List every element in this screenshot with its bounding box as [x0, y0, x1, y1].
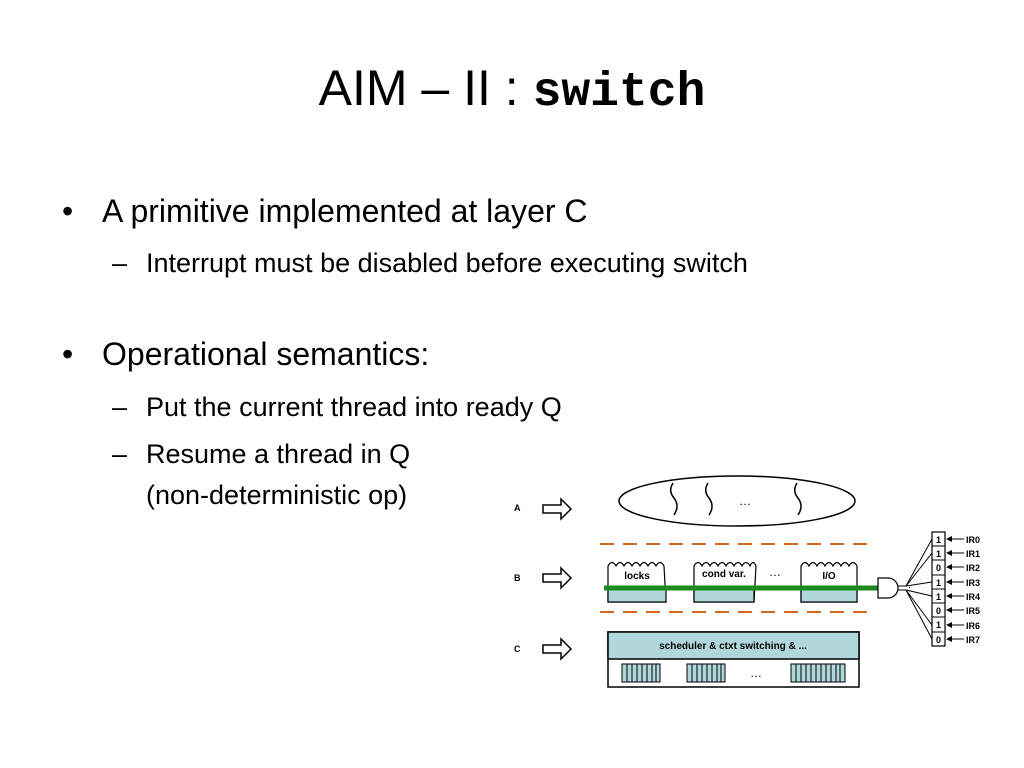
mask-line: [905, 589, 933, 640]
arrow-b-icon: [542, 566, 573, 590]
sub-interrupt: – Interrupt must be disabled before exec…: [112, 247, 748, 279]
thread-icon: [794, 482, 802, 516]
ir-label: IR6: [966, 621, 980, 631]
ir-label: IR3: [966, 578, 980, 588]
title-text: AIM – II :: [318, 60, 533, 116]
sub-text: Put the current thread into ready Q: [146, 392, 562, 422]
mask-bit: 1: [936, 535, 941, 545]
layer-label-a: A: [514, 503, 521, 513]
module-ellipsis: …: [769, 565, 781, 579]
mask-line: [905, 589, 933, 597]
mask-line: [905, 538, 933, 587]
mask-bit: 1: [936, 549, 941, 559]
ir-label: IR0: [966, 535, 980, 545]
tcb-stripes: [795, 664, 841, 682]
interrupt-lines: [946, 536, 964, 642]
tcb-block: [686, 663, 726, 683]
thread-ellipsis: …: [739, 494, 751, 508]
mask-bit: 0: [936, 563, 941, 573]
mask-bit: 0: [936, 635, 941, 645]
tcb-stripes: [691, 664, 722, 682]
bullet-semantics: • Operational semantics:: [62, 335, 429, 373]
module-label: I/O: [822, 571, 836, 582]
bullet-text: A primitive implemented at layer C: [102, 193, 588, 229]
bullet-text: Operational semantics:: [102, 336, 430, 372]
bullet-primitive: • A primitive implemented at layer C: [62, 192, 588, 230]
slide-title: AIM – II : switch: [0, 58, 1024, 123]
arrow-c-icon: [542, 637, 573, 661]
bullet-mark: •: [62, 336, 74, 372]
sub-mark: –: [112, 439, 128, 469]
layer-label-c: C: [514, 644, 521, 654]
sub-put: – Put the current thread into ready Q: [112, 391, 562, 423]
ir-label: IR1: [966, 549, 980, 559]
sub-text: (non-deterministic op): [146, 480, 408, 510]
tcb-block: [790, 663, 846, 683]
ir-label: IR7: [966, 635, 980, 645]
module-io: I/O: [800, 561, 858, 603]
scheduler-label: scheduler & ctxt switching & ...: [659, 641, 807, 652]
sub-nondet: (non-deterministic op): [146, 479, 407, 511]
ir-label: IR4: [966, 592, 980, 602]
mask-line: [905, 552, 933, 587]
ir-label: IR2: [966, 563, 980, 573]
title-code: switch: [532, 66, 706, 120]
sub-text: Resume a thread in Q: [146, 439, 411, 469]
mask-bit: 1: [936, 578, 941, 588]
bullet-mark: •: [62, 193, 74, 229]
tcb-ellipsis: …: [750, 666, 762, 680]
arrow-a-icon: [542, 497, 573, 521]
ir-label: IR5: [966, 606, 980, 616]
and-gate-icon: [877, 577, 899, 599]
thread-icon: [705, 482, 713, 516]
interrupt-mask-register: 1 1 0 1 1 0 1 0: [931, 531, 946, 647]
sub-text: Interrupt must be disabled before execut…: [146, 248, 748, 278]
scheduler-header: [607, 631, 860, 660]
mask-line: [905, 581, 933, 587]
sub-mark: –: [112, 248, 128, 278]
mask-bit: 0: [936, 606, 941, 616]
module-cond-var: cond var.: [693, 561, 757, 603]
layer-label-b: B: [514, 573, 521, 583]
mask-line: [905, 589, 933, 626]
module-locks: locks: [607, 561, 667, 603]
mask-bit: 1: [936, 620, 941, 630]
module-label: cond var.: [702, 569, 746, 580]
sub-resume: – Resume a thread in Q: [112, 438, 410, 470]
sub-mark: –: [112, 392, 128, 422]
thread-pool-ellipse: [618, 475, 856, 527]
thread-icon: [670, 482, 678, 516]
mask-bit: 1: [936, 592, 941, 602]
tcb-stripes: [626, 664, 657, 682]
tcb-block: [621, 663, 661, 683]
module-label: locks: [624, 571, 650, 582]
